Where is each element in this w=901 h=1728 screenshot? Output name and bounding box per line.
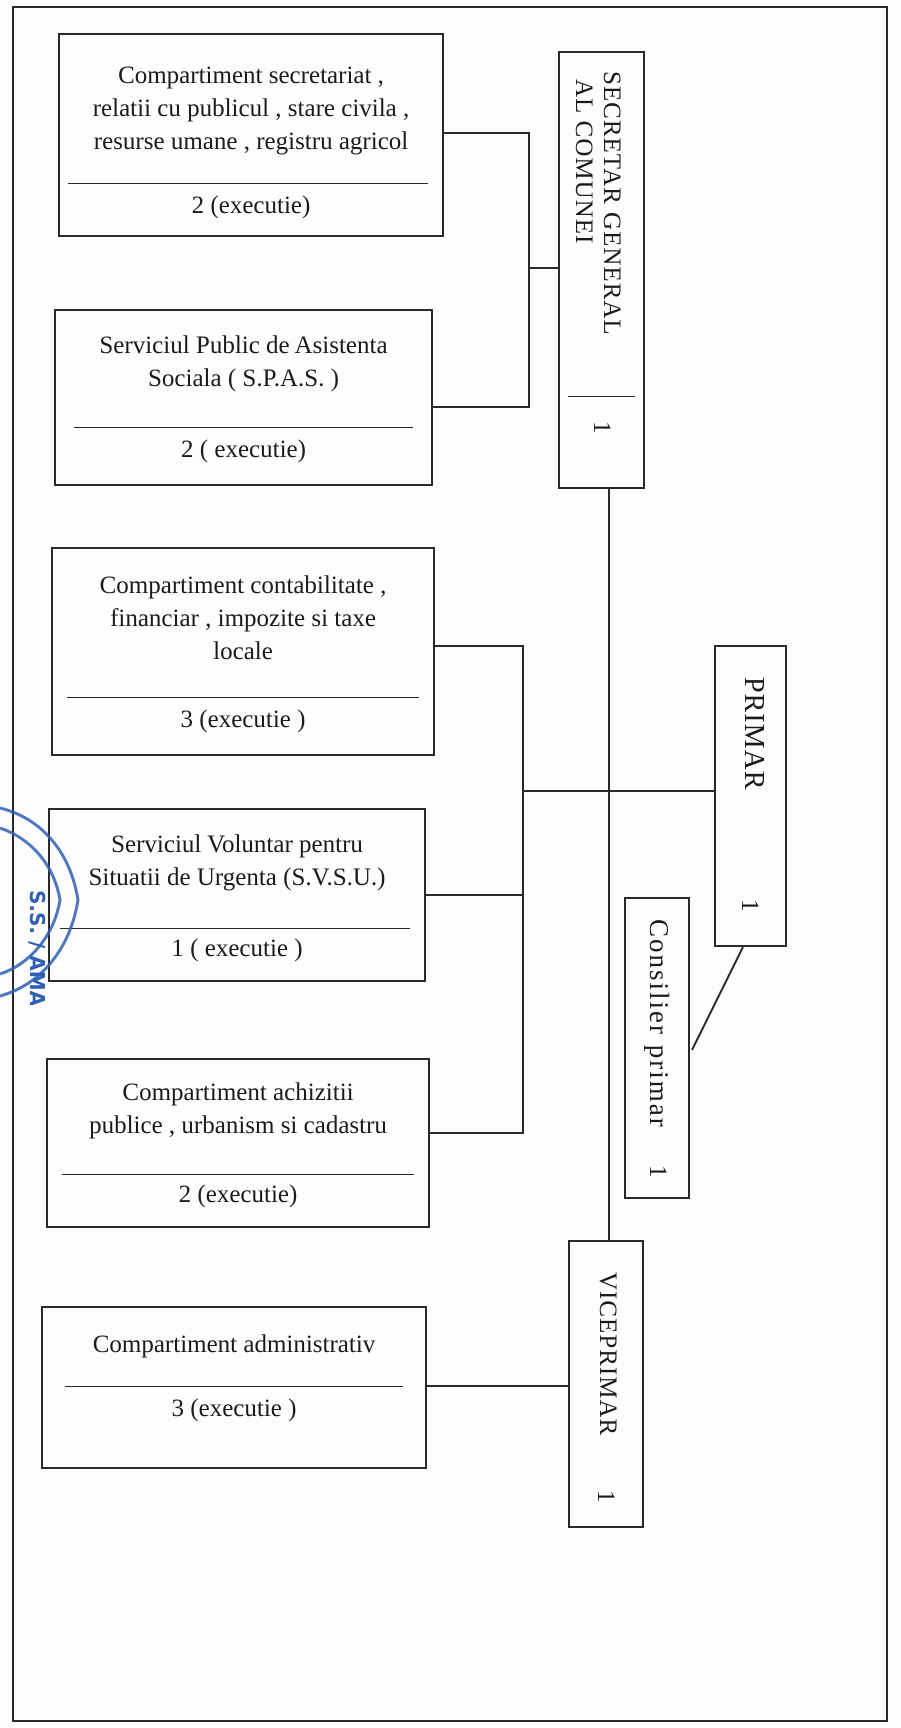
unit-svsu-line1: Serviciul Voluntar pentru: [111, 831, 363, 858]
primar-box: PRIMAR 1: [714, 645, 787, 947]
unit-secretariat-rule: [68, 183, 428, 184]
unit-achizitii-name: Compartiment achizitii publice , urbanis…: [58, 1076, 418, 1142]
unit-contabilitate-name: Compartiment contabilitate , financiar ,…: [63, 569, 423, 668]
unit-achizitii-count: 2 (executie): [178, 1181, 298, 1208]
secretar-general-title: SECRETAR GENERAL: [598, 71, 625, 336]
unit-achizitii: Compartiment achizitii publice , urbanis…: [46, 1058, 430, 1228]
unit-secretariat-line2: relatii cu publicul , stare civila ,: [92, 95, 410, 122]
secretar-general-title-line2: AL COMUNEI: [570, 79, 597, 245]
connector-to-secretar-h: [528, 267, 560, 269]
consilier-primar-count: 1: [644, 1165, 671, 1178]
unit-secretariat-count: 2 (executie): [191, 192, 311, 219]
unit-administrativ-count: 3 (executie ): [171, 1395, 297, 1422]
unit-contabilitate-line3: locale: [213, 638, 273, 665]
viceprimar-count: 1: [592, 1490, 619, 1503]
unit-spas-count: 2 ( executie): [181, 436, 306, 463]
unit-contabilitate-rule: [67, 697, 419, 698]
unit-spas: Serviciul Public de Asistenta Sociala ( …: [54, 309, 433, 486]
unit-svsu-name: Serviciul Voluntar pentru Situatii de Ur…: [60, 828, 414, 894]
unit-achizitii-rule: [62, 1174, 414, 1175]
connector-unit5-h: [428, 1132, 524, 1134]
unit-spas-line2: Sociala ( S.P.A.S. ): [148, 365, 339, 392]
unit-secretariat-name: Compartiment secretariat , relatii cu pu…: [70, 59, 432, 158]
unit-achizitii-line1: Compartiment achizitii: [122, 1079, 354, 1106]
connector-secretar-v: [528, 132, 530, 408]
unit-secretariat-line1: Compartiment secretariat ,: [118, 62, 384, 89]
connector-unit1-h: [443, 132, 530, 134]
unit-spas-name: Serviciul Public de Asistenta Sociala ( …: [66, 329, 421, 395]
connector-unit2-h: [432, 406, 530, 408]
outer-frame: [12, 6, 888, 1722]
unit-spas-line1: Serviciul Public de Asistenta: [99, 332, 388, 359]
stamp-text: S.S. / AMA: [25, 890, 49, 1005]
official-stamp: S.S. / AMA: [0, 806, 80, 1005]
unit-svsu: Serviciul Voluntar pentru Situatii de Ur…: [48, 808, 426, 982]
secretar-general-divider: [568, 396, 635, 397]
unit-secretariat-line3: resurse umane , registru agricol: [93, 128, 409, 155]
unit-svsu-line2: Situatii de Urgenta (S.V.S.U.): [88, 864, 386, 891]
viceprimar-box: VICEPRIMAR 1: [568, 1240, 644, 1528]
connector-unit6-h: [426, 1385, 569, 1387]
unit-administrativ-line1: Compartiment administrativ: [92, 1331, 376, 1358]
consilier-connector: [691, 946, 744, 1051]
unit-administrativ-rule: [65, 1386, 403, 1387]
connector-unit4-h: [425, 894, 524, 896]
consilier-primar-box: Consilier primar 1: [624, 897, 690, 1199]
primar-title: PRIMAR: [738, 677, 769, 791]
unit-contabilitate-line1: Compartiment contabilitate ,: [99, 572, 387, 599]
unit-contabilitate-line2: financiar , impozite si taxe: [110, 605, 376, 632]
connector-units-v: [522, 645, 524, 1134]
unit-achizitii-line2: publice , urbanism si cadastru: [89, 1112, 387, 1139]
unit-secretariat: Compartiment secretariat , relatii cu pu…: [58, 33, 444, 237]
unit-svsu-count: 1 ( executie ): [171, 935, 303, 962]
unit-contabilitate: Compartiment contabilitate , financiar ,…: [51, 547, 435, 756]
secretar-general-box: SECRETAR GENERAL AL COMUNEI 1: [558, 51, 645, 489]
secretar-general-count: 1: [588, 421, 615, 434]
primar-count: 1: [736, 899, 763, 912]
unit-contabilitate-count: 3 (executie ): [180, 706, 306, 733]
consilier-primar-title: Consilier primar: [644, 919, 674, 1129]
unit-spas-rule: [74, 427, 413, 428]
unit-administrativ: Compartiment administrativ 3 (executie ): [41, 1306, 427, 1469]
unit-svsu-rule: [60, 928, 410, 929]
unit-administrativ-name: Compartiment administrativ: [53, 1328, 415, 1361]
connector-spine-v: [608, 488, 610, 1240]
connector-unit3-h: [434, 645, 524, 647]
connector-to-primar-h: [522, 790, 716, 792]
viceprimar-title: VICEPRIMAR: [594, 1272, 621, 1437]
